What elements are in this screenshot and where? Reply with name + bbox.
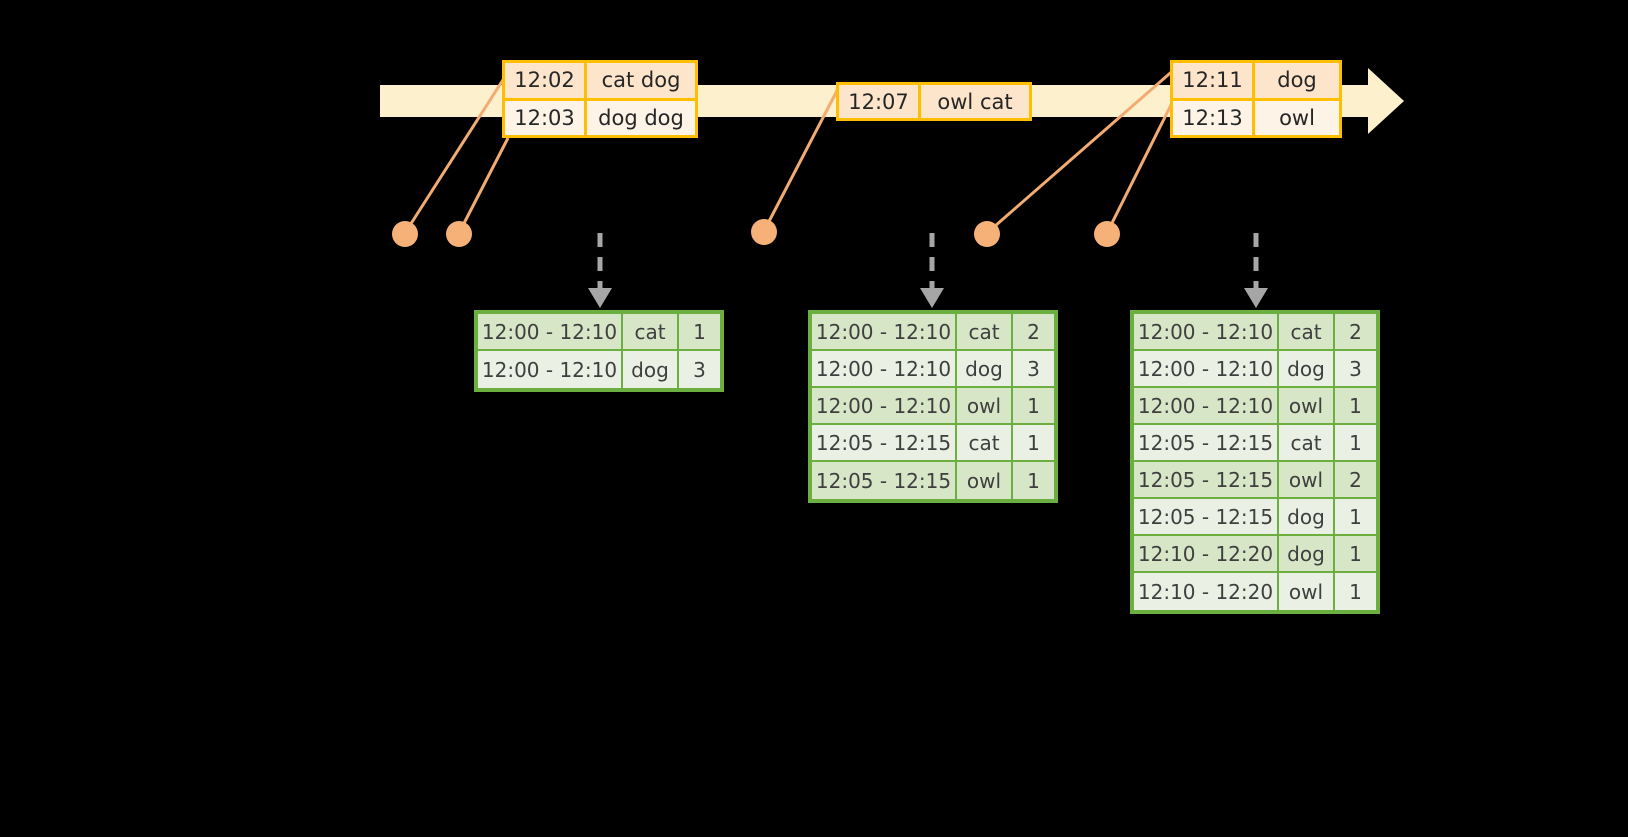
event-time: 12:03 bbox=[505, 100, 587, 135]
count-cell: 2 bbox=[1013, 314, 1054, 351]
dashed-arrow-head-3 bbox=[1244, 288, 1268, 308]
count-cell: 1 bbox=[1335, 388, 1376, 425]
timeline-event-row[interactable]: 12:11 dog bbox=[1173, 63, 1339, 98]
count-cell: 1 bbox=[1335, 499, 1376, 536]
word-cell: dog bbox=[1279, 351, 1335, 388]
word-cell: cat bbox=[623, 314, 679, 351]
event-dot-1 bbox=[392, 221, 418, 247]
count-cell: 1 bbox=[1335, 573, 1376, 610]
event-dot-3 bbox=[751, 219, 777, 245]
event-time: 12:07 bbox=[839, 85, 921, 118]
event-dot-2 bbox=[446, 221, 472, 247]
dashed-arrow-head-2 bbox=[920, 288, 944, 308]
timeline-event-group-1[interactable]: 12:02 cat dog 12:03 dog dog bbox=[502, 60, 698, 138]
window-cell: 12:00 - 12:10 bbox=[478, 351, 623, 388]
event-words: owl bbox=[1255, 100, 1339, 135]
count-cell: 3 bbox=[1335, 351, 1376, 388]
timeline-event-group-2[interactable]: 12:07 owl cat bbox=[836, 82, 1032, 121]
window-cell: 12:00 - 12:10 bbox=[1134, 314, 1279, 351]
window-cell: 12:05 - 12:15 bbox=[812, 425, 957, 462]
dashed-arrow-head-1 bbox=[588, 288, 612, 308]
window-cell: 12:05 - 12:15 bbox=[1134, 462, 1279, 499]
connector-line-2 bbox=[457, 137, 510, 234]
count-cell: 1 bbox=[1335, 425, 1376, 462]
word-cell: cat bbox=[957, 314, 1013, 351]
count-cell: 1 bbox=[1013, 388, 1054, 425]
word-cell: dog bbox=[1279, 499, 1335, 536]
window-cell: 12:00 - 12:10 bbox=[812, 388, 957, 425]
event-time: 12:13 bbox=[1173, 100, 1255, 135]
event-dot-5 bbox=[1094, 221, 1120, 247]
window-cell: 12:00 - 12:10 bbox=[812, 314, 957, 351]
word-cell: dog bbox=[957, 351, 1013, 388]
count-cell: 1 bbox=[679, 314, 720, 351]
event-words: cat dog bbox=[587, 63, 695, 98]
timeline-event-row[interactable]: 12:13 owl bbox=[1173, 97, 1339, 135]
word-cell: owl bbox=[1279, 573, 1335, 610]
word-cell: owl bbox=[957, 388, 1013, 425]
count-cell: 1 bbox=[1013, 425, 1054, 462]
word-cell: cat bbox=[1279, 425, 1335, 462]
window-cell: 12:00 - 12:10 bbox=[1134, 351, 1279, 388]
word-cell: dog bbox=[623, 351, 679, 388]
word-cell: owl bbox=[1279, 462, 1335, 499]
window-cell: 12:05 - 12:15 bbox=[1134, 425, 1279, 462]
timeline-event-row[interactable]: 12:03 dog dog bbox=[505, 97, 695, 135]
event-words: owl cat bbox=[921, 85, 1029, 118]
word-cell: cat bbox=[957, 425, 1013, 462]
event-dot-4 bbox=[974, 221, 1000, 247]
window-cell: 12:05 - 12:15 bbox=[1134, 499, 1279, 536]
count-cell: 3 bbox=[679, 351, 720, 388]
count-cell: 1 bbox=[1335, 536, 1376, 573]
window-cell: 12:05 - 12:15 bbox=[812, 462, 957, 499]
timeline-event-row[interactable]: 12:07 owl cat bbox=[839, 85, 1029, 118]
window-cell: 12:00 - 12:10 bbox=[478, 314, 623, 351]
window-cell: 12:10 - 12:20 bbox=[1134, 573, 1279, 610]
count-cell: 2 bbox=[1335, 462, 1376, 499]
word-cell: cat bbox=[1279, 314, 1335, 351]
count-cell: 1 bbox=[1013, 462, 1054, 499]
event-time: 12:11 bbox=[1173, 63, 1255, 98]
word-cell: owl bbox=[957, 462, 1013, 499]
event-words: dog dog bbox=[587, 100, 695, 135]
event-words: dog bbox=[1255, 63, 1339, 98]
count-cell: 3 bbox=[1013, 351, 1054, 388]
window-cell: 12:10 - 12:20 bbox=[1134, 536, 1279, 573]
timeline-event-group-3[interactable]: 12:11 dog 12:13 owl bbox=[1170, 60, 1342, 138]
word-cell: owl bbox=[1279, 388, 1335, 425]
word-cell: dog bbox=[1279, 536, 1335, 573]
count-cell: 2 bbox=[1335, 314, 1376, 351]
window-cell: 12:00 - 12:10 bbox=[1134, 388, 1279, 425]
window-cell: 12:00 - 12:10 bbox=[812, 351, 957, 388]
timeline-event-row[interactable]: 12:02 cat dog bbox=[505, 63, 695, 98]
timeline-arrowhead bbox=[1368, 68, 1404, 134]
event-time: 12:02 bbox=[505, 63, 587, 98]
